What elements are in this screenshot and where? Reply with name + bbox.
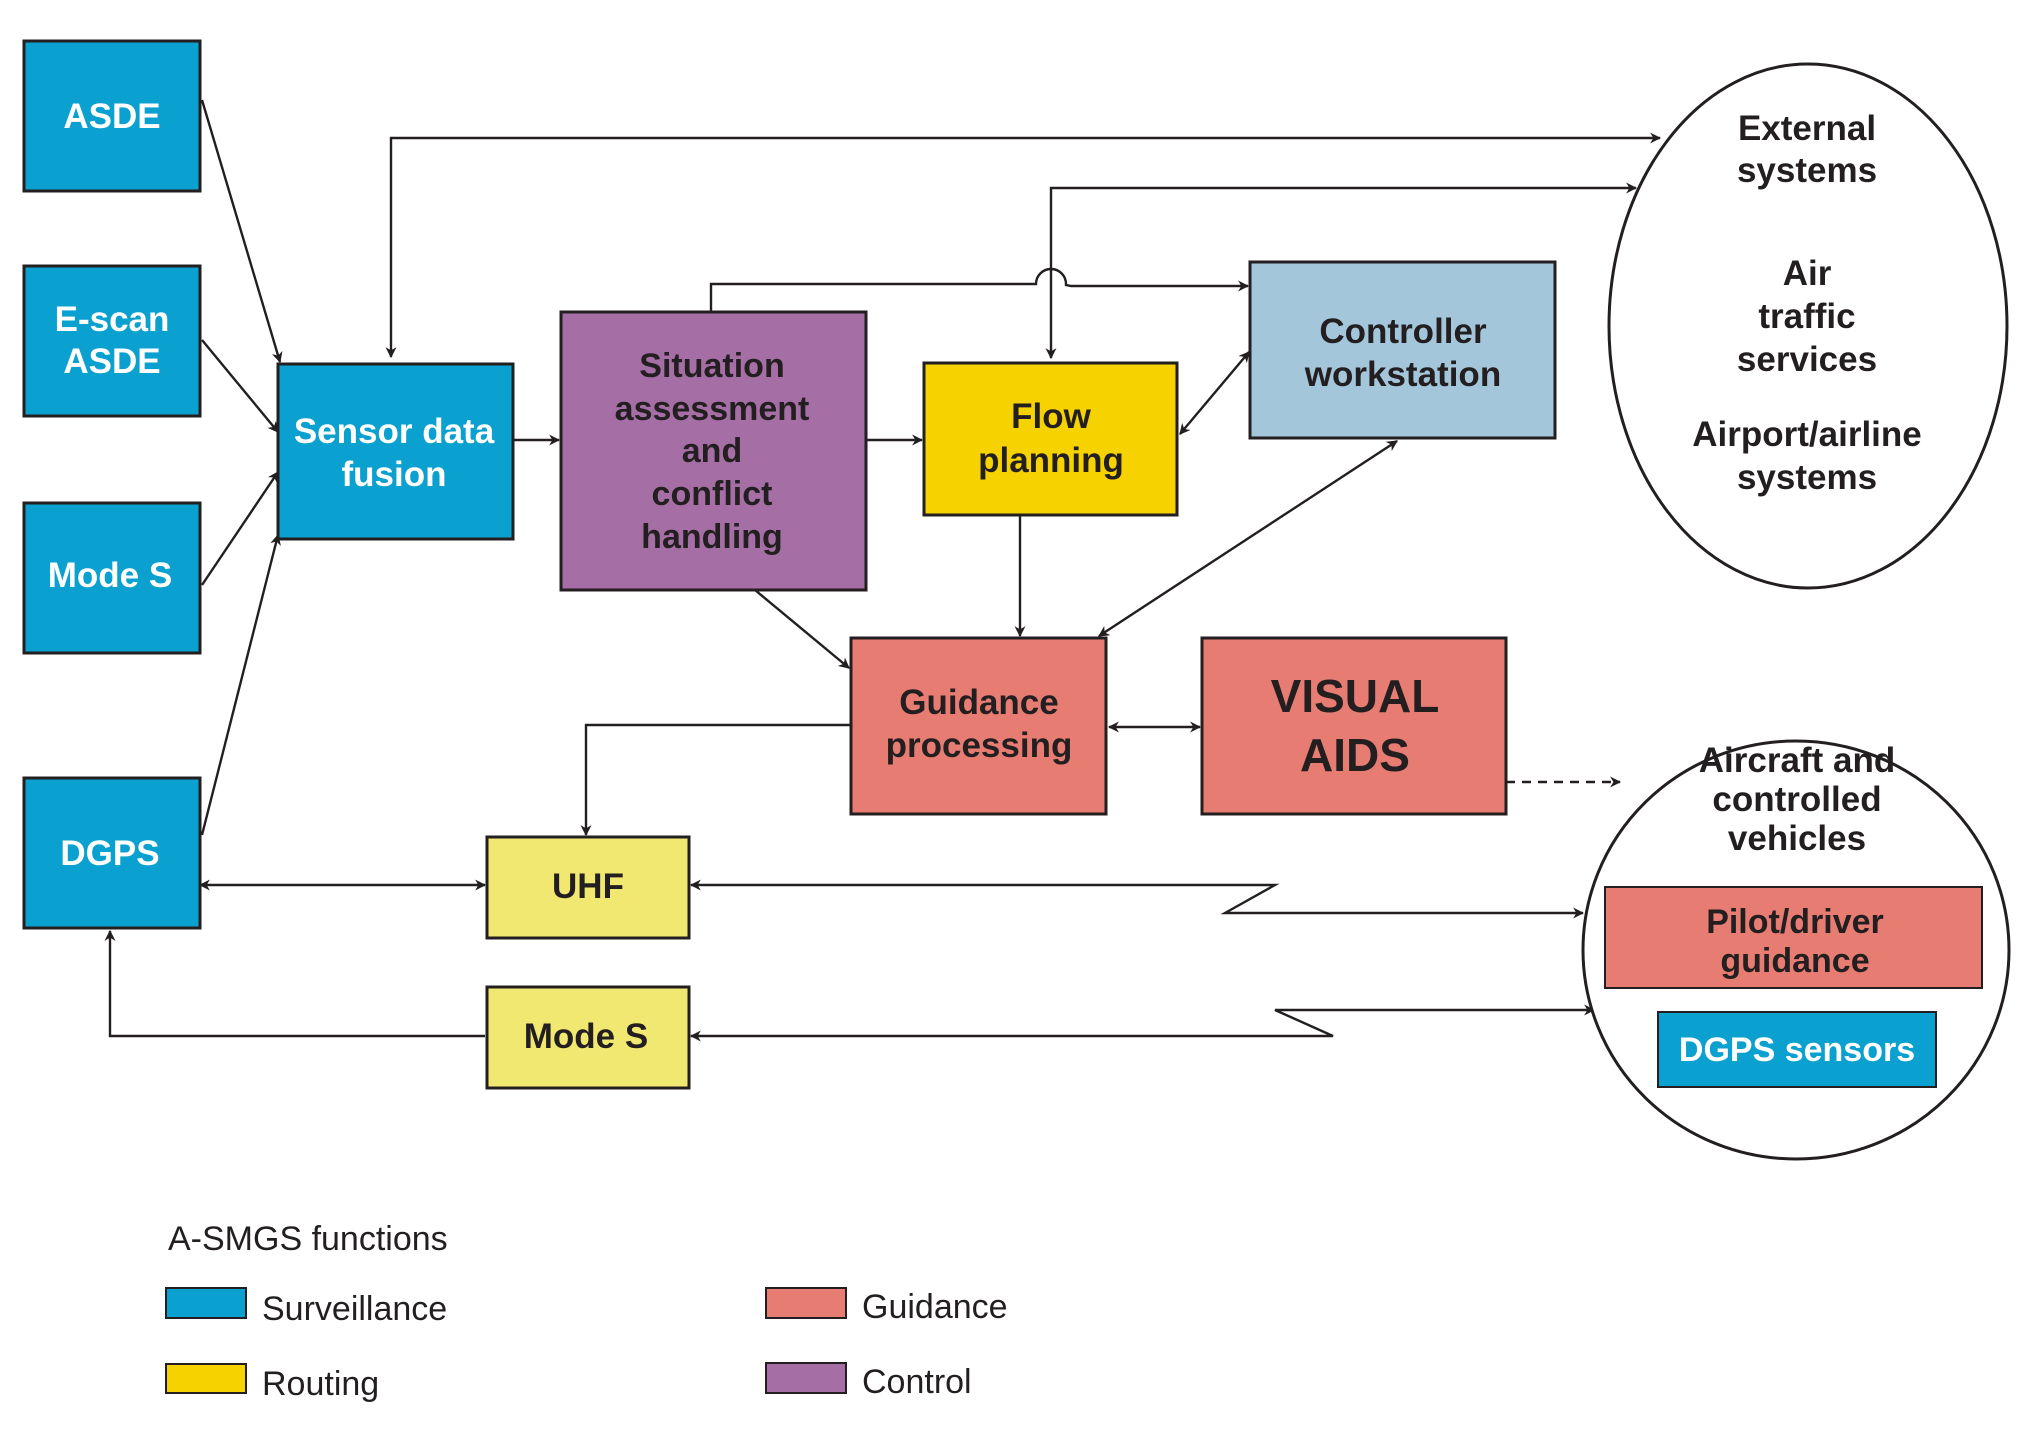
visual-aids-label-1: VISUAL <box>1271 670 1440 722</box>
flow-label-2: planning <box>978 441 1124 480</box>
dgps-sensors-label: DGPS sensors <box>1679 1031 1915 1069</box>
legend-guidance-label: Guidance <box>862 1288 1008 1326</box>
aircraft-label-2: controlled <box>1712 780 1881 819</box>
aircraft-label-1: Aircraft and <box>1699 741 1895 780</box>
situation-label-1: Situation <box>639 347 784 385</box>
legend-title: A-SMGS functions <box>168 1220 448 1258</box>
connectors <box>104 99 1662 1042</box>
flow-planning-box: Flow planning <box>922 361 1179 517</box>
flow-label-1: Flow <box>1011 397 1091 436</box>
situation-assessment-box: Situation assessment and conflict handli… <box>559 310 868 592</box>
arrow-situation-to-controller <box>709 267 1250 312</box>
situation-label-5: handling <box>641 518 783 556</box>
arrow-guidance-to-uhf <box>580 723 851 837</box>
mode-s-left-box: Mode S <box>22 501 202 655</box>
airport-label-1: Airport/airline <box>1692 415 1921 454</box>
arrow-situation-to-guidance <box>754 589 850 669</box>
ats-label-3: services <box>1737 340 1877 379</box>
asde-label: ASDE <box>63 97 160 136</box>
controller-workstation-box: Controller workstation <box>1248 260 1557 440</box>
dgps-box: DGPS <box>22 776 202 930</box>
escan-asde-box: E-scan ASDE <box>22 264 202 418</box>
mode-s-bottom-box: Mode S <box>485 985 691 1090</box>
visual-aids-label-2: AIDS <box>1300 729 1410 781</box>
legend-surveillance-label: Surveillance <box>262 1290 447 1328</box>
pilot-driver-guidance-box: Pilot/driver guidance <box>1604 886 1983 989</box>
ats-label-2: traffic <box>1758 297 1855 336</box>
fusion-label-1: Sensor data <box>294 412 495 451</box>
guidance-label-1: Guidance <box>899 683 1058 722</box>
situation-label-4: conflict <box>652 475 773 513</box>
external-label-1: External <box>1738 109 1876 148</box>
uhf-label: UHF <box>552 867 624 906</box>
controller-label-2: workstation <box>1304 355 1501 394</box>
arrow-escan-to-fusion <box>201 339 279 433</box>
legend-item-surveillance: Surveillance <box>165 1287 447 1328</box>
dgps-sensors-box: DGPS sensors <box>1657 1011 1937 1088</box>
arrow-uhf-aircraft-link <box>689 879 1585 919</box>
arrow-asde-to-fusion <box>200 99 283 364</box>
arrow-modes-to-dgps <box>104 929 485 1038</box>
controller-label-1: Controller <box>1319 312 1487 351</box>
pilot-label-1: Pilot/driver <box>1706 903 1884 941</box>
escan-label-1: E-scan <box>55 300 170 339</box>
arrow-dgps-to-fusion <box>200 533 281 836</box>
legend-item-guidance: Guidance <box>765 1287 1008 1326</box>
situation-label-3: and <box>682 432 742 470</box>
arrow-external-to-fusion <box>385 132 1662 359</box>
ats-label-1: Air <box>1783 254 1832 293</box>
airport-label-2: systems <box>1737 458 1877 497</box>
legend: A-SMGS functions Surveillance Guidance R… <box>165 1220 1008 1403</box>
legend-control-label: Control <box>862 1363 972 1401</box>
sensor-data-fusion-box: Sensor data fusion <box>276 362 515 541</box>
aircraft-label-3: vehicles <box>1728 819 1866 858</box>
mode-s-bottom-label: Mode S <box>524 1017 648 1056</box>
mode-s-left-label: Mode S <box>48 556 172 595</box>
dgps-label: DGPS <box>60 834 159 873</box>
arrow-flow-controller <box>1179 351 1250 435</box>
external-systems-ellipse: External systems Air traffic services Ai… <box>1607 62 2009 590</box>
visual-aids-box: VISUAL AIDS <box>1200 636 1508 816</box>
external-label-2: systems <box>1737 151 1877 190</box>
situation-label-2: assessment <box>615 390 810 428</box>
arrow-modes-to-fusion <box>201 471 279 586</box>
arrow-aircraft-to-modes-link <box>689 1004 1596 1042</box>
legend-routing-label: Routing <box>262 1365 379 1403</box>
guidance-label-2: processing <box>886 726 1073 765</box>
legend-item-control: Control <box>765 1362 972 1401</box>
uhf-box: UHF <box>485 835 691 940</box>
legend-item-routing: Routing <box>165 1363 379 1403</box>
fusion-label-2: fusion <box>342 455 447 494</box>
arrow-external-to-flow <box>1045 182 1638 360</box>
pilot-label-2: guidance <box>1720 942 1869 980</box>
guidance-processing-box: Guidance processing <box>849 636 1108 816</box>
aircraft-vehicles-ellipse: Aircraft and controlled vehicles Pilot/d… <box>1581 739 2011 1161</box>
arrow-controller-guidance <box>1098 439 1398 638</box>
escan-label-2: ASDE <box>63 342 160 381</box>
asde-box: ASDE <box>22 39 202 193</box>
